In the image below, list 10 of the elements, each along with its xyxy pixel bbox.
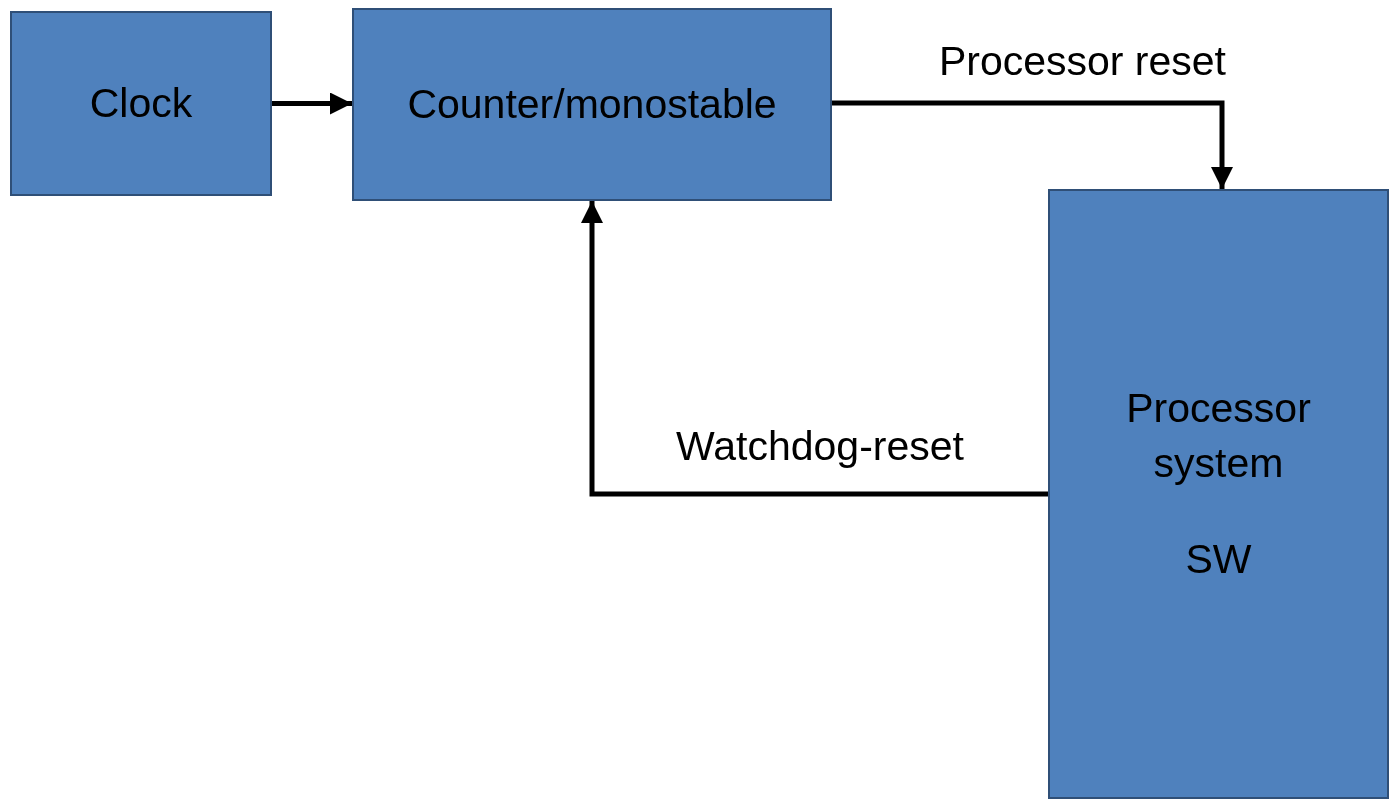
box-label: SW	[1185, 534, 1252, 584]
arrow	[272, 92, 352, 115]
arrow	[832, 100, 1233, 189]
process-box	[10, 11, 272, 196]
box-label: Counter/monostable	[407, 79, 777, 129]
process-box	[352, 8, 832, 201]
process-box	[1048, 189, 1389, 799]
arrow	[581, 201, 1048, 497]
box-label: Clock	[89, 78, 193, 128]
box-label: Processor system	[1125, 384, 1312, 489]
